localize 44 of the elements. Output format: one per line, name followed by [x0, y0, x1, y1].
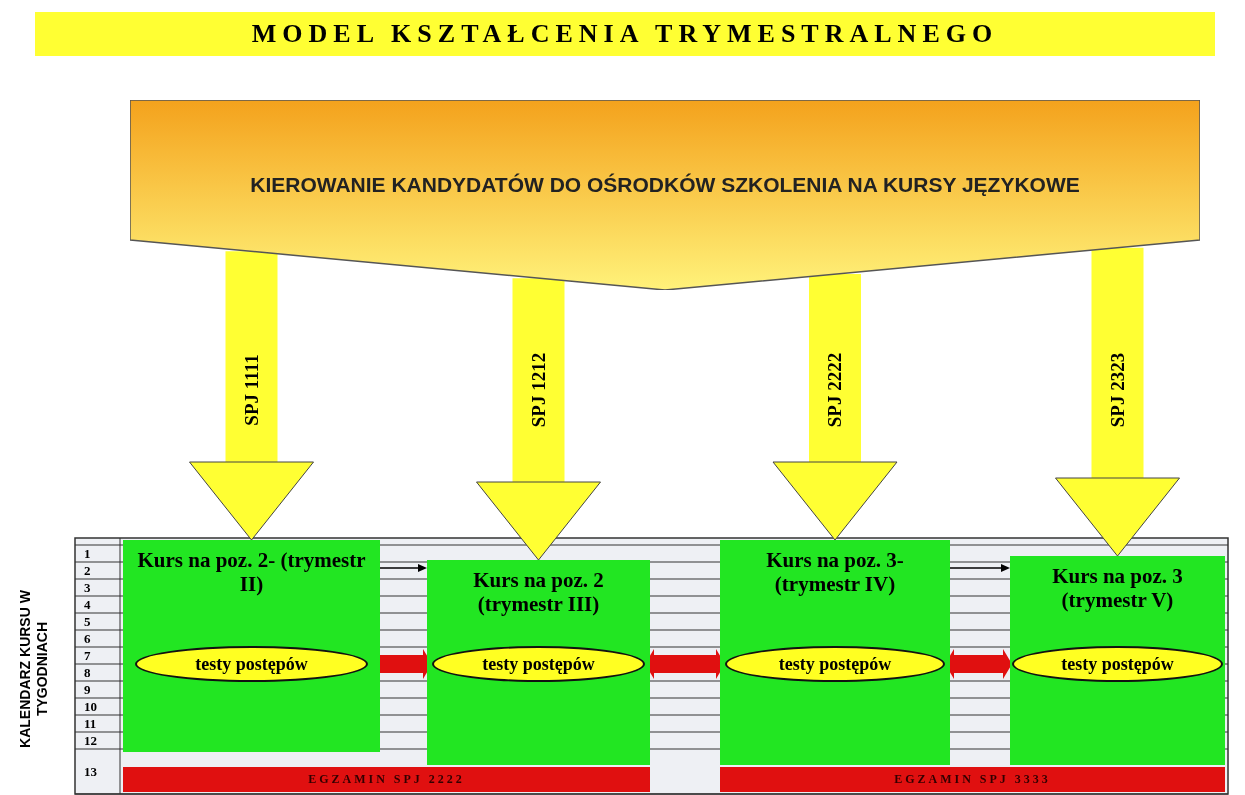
- exam-label: EGZAMIN SPJ 2222: [308, 772, 465, 787]
- edge-label: SPJ 2222: [824, 352, 845, 428]
- week-number: 11: [84, 715, 97, 732]
- diagram-title: MODEL KSZTAŁCENIA TRYMESTRALNEGO: [35, 12, 1215, 56]
- exam-label: EGZAMIN SPJ 3333: [894, 772, 1051, 787]
- block-arrow: [189, 251, 314, 541]
- week-number: 4: [84, 596, 91, 613]
- banner-text: KIEROWANIE KANDYDATÓW DO OŚRODKÓW SZKOLENIA NA KURSY JĘZYKOWE: [249, 172, 1081, 198]
- course-box: [1010, 556, 1225, 765]
- course-box: [720, 540, 950, 765]
- week-number: 2: [84, 562, 91, 579]
- arrow: [379, 564, 427, 572]
- ellipse-text: testy postępów: [778, 653, 892, 675]
- week-number: 5: [84, 613, 91, 630]
- week-number: 7: [84, 647, 91, 664]
- course-box: [123, 540, 380, 752]
- course-title: Kurs na poz. 3 (trymestr V): [1051, 564, 1184, 612]
- week-number: 3: [84, 579, 91, 596]
- course-title: Kurs na poz. 2- (trymestr II): [136, 548, 367, 596]
- axis-title: KALENDARZ KURSU W TYGODNIACH: [17, 589, 51, 750]
- edge-label: SPJ 1111: [240, 354, 262, 426]
- week-number: 6: [84, 630, 91, 647]
- week-number: 10: [84, 698, 97, 715]
- course-box: [427, 560, 650, 765]
- week-number: 1: [84, 545, 91, 562]
- week-number: 8: [84, 664, 91, 681]
- ellipse-text: testy postępów: [195, 653, 308, 675]
- banner-arrow-shape: [130, 100, 1200, 290]
- week-number: 13: [84, 763, 97, 780]
- week-number: 12: [84, 732, 97, 749]
- test-ellipse: [1012, 646, 1223, 682]
- block-arrow: [772, 274, 898, 541]
- block-arrow: [1055, 247, 1180, 557]
- edge-label: SPJ 2323: [1106, 352, 1128, 428]
- ellipse-text: testy postępów: [1061, 653, 1174, 675]
- ellipse-text: testy postępów: [482, 653, 595, 675]
- exam-bar: [720, 767, 1225, 792]
- course-title: Kurs na poz. 2 (trymestr III): [472, 568, 605, 616]
- week-number: 9: [84, 681, 91, 698]
- exam-bar: [123, 767, 650, 792]
- arrow: [949, 564, 1010, 572]
- block-arrow: [476, 278, 601, 561]
- course-title: Kurs na poz. 3- (trymestr IV): [765, 548, 905, 596]
- edge-label: SPJ 1212: [527, 352, 549, 428]
